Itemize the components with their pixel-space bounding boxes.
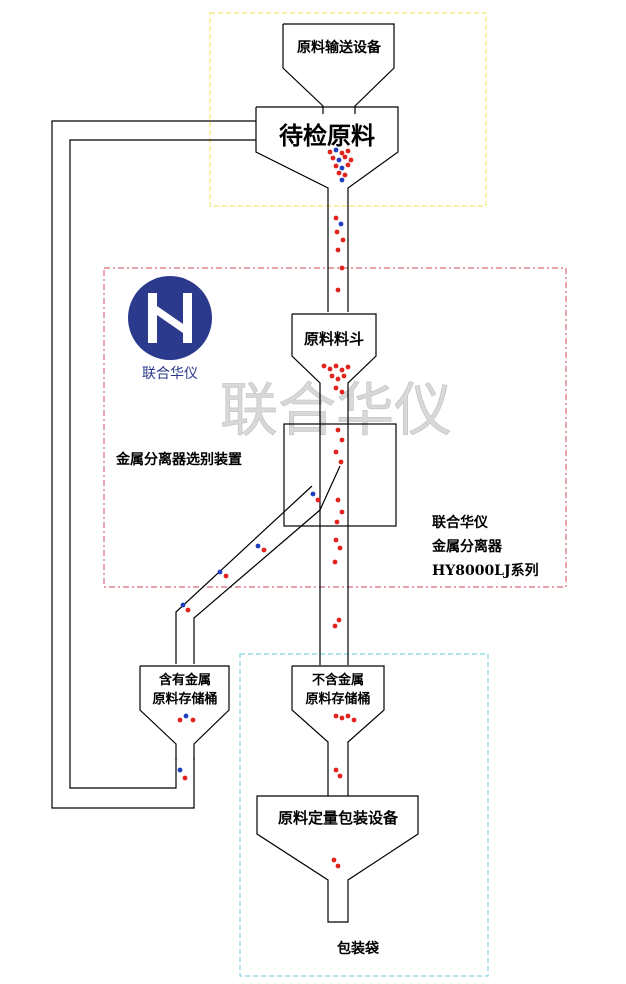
particle — [327, 366, 333, 372]
particle — [255, 543, 261, 549]
recirculation-outer-pipe — [51, 120, 256, 809]
region-packaging-frame — [239, 653, 489, 977]
region-separator-frame — [103, 267, 567, 588]
particle — [338, 459, 344, 465]
packaging-equipment-outline — [256, 795, 419, 923]
clean-storage-outline — [291, 665, 385, 796]
particle — [180, 602, 186, 608]
particle — [339, 265, 345, 271]
label-packaging: 原料定量包装设备 — [278, 809, 399, 827]
particle — [345, 148, 351, 154]
conveyor-equipment-outline — [282, 23, 395, 114]
label-conveyor: 原料输送设备 — [297, 39, 382, 56]
particle — [335, 287, 341, 293]
particle — [336, 617, 342, 623]
label-bag: 包装袋 — [337, 940, 380, 957]
particle — [177, 717, 183, 723]
particle — [310, 491, 316, 497]
particle — [335, 863, 341, 869]
particle — [339, 150, 345, 156]
particle — [351, 717, 357, 723]
particle — [331, 857, 337, 863]
material-particles — [177, 147, 357, 869]
label-metal-storage-1: 含有金属 — [158, 672, 211, 688]
metal-storage-outline — [139, 665, 230, 760]
particle — [190, 717, 196, 723]
particle — [315, 497, 321, 503]
particle — [185, 607, 191, 613]
particle — [339, 389, 345, 395]
product-line-3: HY8000LJ系列 — [432, 562, 539, 579]
particle — [342, 172, 348, 178]
brand-logo: 联合华仪 — [128, 276, 212, 382]
inspect-hopper-outline — [255, 106, 399, 312]
region-conveyor-frame — [209, 12, 487, 207]
particle — [342, 154, 348, 160]
particle — [321, 363, 327, 369]
hopper-outline — [291, 313, 377, 490]
product-line-1: 联合华仪 — [432, 514, 489, 531]
particle — [339, 165, 345, 171]
particle — [345, 162, 351, 168]
clean-outlet-pipe — [319, 462, 349, 665]
label-clean-storage-2: 原料存储桶 — [305, 691, 370, 707]
particle — [327, 149, 333, 155]
particle — [336, 157, 342, 163]
particle — [333, 767, 339, 773]
particle — [333, 363, 339, 369]
particle — [217, 569, 223, 575]
label-hopper: 原料料斗 — [304, 330, 364, 348]
label-metal-storage-2: 原料存储桶 — [152, 691, 217, 707]
particle — [337, 773, 343, 779]
label-separator-unit: 金属分离器选别装置 — [115, 451, 242, 468]
particle — [332, 559, 338, 565]
particle — [333, 385, 339, 391]
particle — [337, 545, 343, 551]
particle — [335, 247, 341, 253]
label-clean-storage-1: 不含金属 — [312, 672, 364, 688]
particle — [336, 170, 342, 176]
particle — [223, 573, 229, 579]
particle — [339, 509, 345, 515]
particle — [333, 163, 339, 169]
particle — [183, 713, 189, 719]
label-raw-to-inspect: 待检原料 — [279, 121, 375, 150]
particle — [329, 373, 335, 379]
metal-chute-pipe — [175, 485, 321, 664]
particle — [335, 497, 341, 503]
particle — [334, 519, 340, 525]
particle — [335, 376, 341, 382]
particle — [333, 449, 339, 455]
particle — [348, 157, 354, 163]
particle — [341, 373, 347, 379]
particle — [330, 155, 336, 161]
logo-caption: 联合华仪 — [142, 366, 198, 382]
particle — [338, 221, 344, 227]
particle — [339, 715, 345, 721]
particle — [333, 215, 339, 221]
particle — [340, 237, 346, 243]
particle — [333, 537, 339, 543]
particle — [335, 427, 341, 433]
particle — [333, 147, 339, 153]
separator-box — [283, 423, 397, 527]
particle — [339, 177, 345, 183]
particle — [261, 547, 267, 553]
particle — [333, 713, 339, 719]
particle — [182, 775, 188, 781]
particle — [339, 367, 345, 373]
particle — [345, 364, 351, 370]
particle — [332, 623, 338, 629]
product-line-2: 金属分离器 — [431, 538, 503, 555]
particle — [339, 437, 345, 443]
diverter-blade — [319, 465, 341, 511]
recirculation-inner-pipe — [69, 139, 256, 789]
particle — [177, 767, 183, 773]
particle — [345, 713, 351, 719]
particle — [334, 229, 340, 235]
